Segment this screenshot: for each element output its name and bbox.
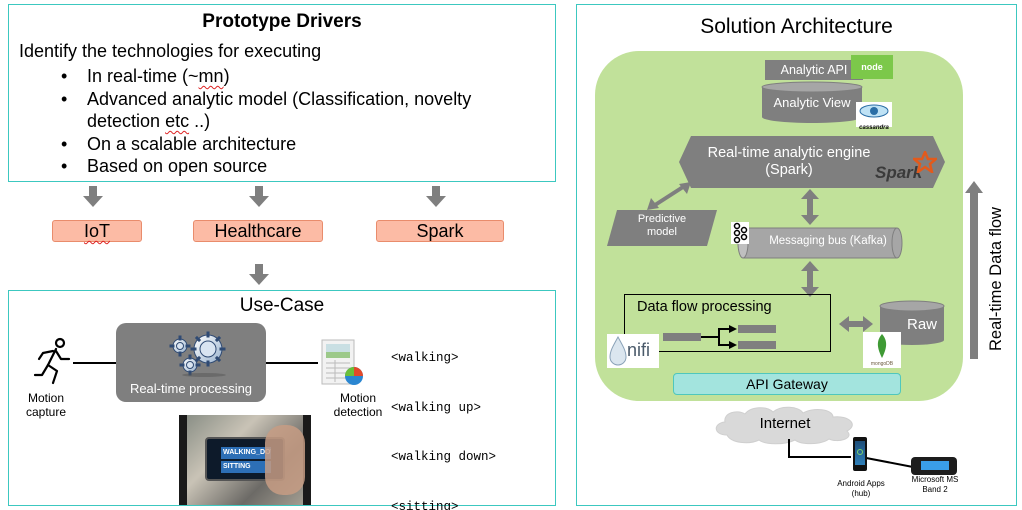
flow-split-icon (663, 325, 776, 349)
android-phone-icon (853, 437, 867, 471)
motion-detection-label: Motion detection (333, 391, 383, 419)
bullet-text: ) (223, 66, 230, 86)
nodejs-logo-icon: node (851, 55, 893, 79)
tag-label: IoT (83, 221, 110, 241)
band-photo: WALKING_DOWN SITTING (179, 415, 311, 505)
analytic-engine-shape (679, 136, 945, 188)
api-gateway-box: API Gateway (673, 373, 901, 395)
bullet-text: On a scalable architecture (87, 133, 297, 154)
mongodb-logo-icon: mongoDB (863, 332, 901, 368)
bidirectional-arrow-icon (839, 316, 873, 332)
spellcheck-word: etc (165, 111, 190, 131)
network-connection-lines (788, 439, 914, 468)
predictive-line: Predictive (637, 213, 687, 225)
kafka-logo-icon (731, 222, 749, 244)
spellcheck-word: mn (198, 66, 224, 86)
report-chart-icon (321, 339, 363, 385)
predictive-model-label: Predictive model (617, 213, 707, 239)
nifi-logo-icon: nifi (607, 334, 659, 368)
real-time-processing-box: Real-time processing (116, 323, 266, 402)
predictive-model-shape (607, 210, 717, 246)
bullet-glyph: • (61, 133, 68, 154)
band-screen-line: SITTING (221, 461, 271, 473)
use-case-panel: Use-Case Motion capture (8, 290, 556, 510)
analytic-view-label: Analytic View (773, 95, 851, 110)
engine-line: Real-time analytic engine (707, 145, 871, 161)
activity-item: <walking up> (391, 400, 482, 415)
tag-spark: Spark (376, 220, 504, 242)
android-apps-label: Android Apps (hub) (837, 479, 885, 498)
activity-item: <sitting> (391, 499, 459, 510)
internet-cloud-icon (715, 406, 853, 445)
gears-icon (169, 331, 226, 377)
tag-healthcare: Healthcare (193, 220, 323, 242)
bullet-text: In real-time (~ (87, 66, 199, 86)
bullet-text: detection (87, 111, 166, 131)
cassandra-logo-label: cassandra (859, 125, 889, 131)
data-flow-processing-box: Data flow processing (624, 294, 831, 352)
thumb (265, 425, 305, 495)
bullet-item: • On a scalable architecture (61, 133, 471, 156)
analytic-view-database-icon (761, 81, 863, 123)
ms-band-label: Microsoft MS Band 2 (911, 475, 959, 494)
up-arrow-icon (965, 181, 983, 359)
drivers-title: Prototype Drivers (202, 11, 362, 32)
data-flow-direction-label: Real-time Data flow (987, 207, 1005, 351)
mongodb-logo-label: mongoDB (870, 361, 894, 367)
drivers-bullet-list: • In real-time (~mn) • Advanced analytic m… (61, 65, 471, 178)
bullet-text: Advanced analytic model (Classification,… (87, 88, 472, 109)
bullet-glyph: • (61, 66, 68, 86)
predictive-line: model (647, 226, 677, 238)
analytic-engine-label: Real-time analytic engine (Spark) (679, 145, 899, 179)
bullet-text: ..) (189, 111, 211, 131)
band-screen-line: WALKING_DOWN (221, 447, 271, 459)
architecture-title: Solution Architecture (700, 15, 893, 38)
solution-architecture-panel: Solution Architecture Analytic API node … (576, 4, 1017, 506)
messaging-bus-shape (737, 227, 903, 259)
bidirectional-arrow-icon (801, 189, 819, 225)
bullet-item-continued: detection etc ..) (61, 110, 471, 133)
spark-logo-icon: Spark (875, 163, 923, 182)
prototype-drivers-panel: Prototype Drivers Identify the technolog… (8, 4, 556, 182)
activity-list: <walking> <walking up> <walking down> <s… (391, 317, 496, 510)
bullet-glyph: • (61, 156, 68, 176)
tag-iot: IoT (52, 220, 142, 242)
tag-label: Healthcare (214, 221, 302, 241)
real-time-processing-label: Real-time processing (129, 381, 253, 396)
raw-store-label: Raw (906, 316, 937, 333)
running-person-icon (33, 337, 71, 385)
connector-line (266, 362, 318, 364)
internet-label: Internet (759, 415, 811, 432)
motion-capture-label: Motion capture (25, 391, 67, 419)
tag-label: Spark (416, 221, 464, 241)
spark-star-icon (913, 151, 937, 173)
nifi-logo-label: nifi (627, 340, 651, 360)
ms-band-icon (911, 457, 957, 475)
analytic-api-box: Analytic API (765, 60, 863, 80)
engine-line: (Spark) (765, 162, 813, 178)
bullet-item: • Advanced analytic model (Classification… (61, 88, 471, 111)
bullet-item: • In real-time (~mn) (61, 65, 471, 88)
connector-line (73, 362, 117, 364)
bidirectional-arrow-icon (801, 261, 819, 297)
bidirectional-arrow-icon (647, 182, 691, 210)
bullet-item: • Based on open source (61, 155, 471, 178)
bullet-text: Based on open source (87, 156, 268, 176)
activity-item: <walking> (391, 351, 459, 365)
messaging-bus-label: Messaging bus (Kafka) (769, 235, 887, 247)
bullet-glyph: • (61, 88, 68, 109)
use-case-title: Use-Case (239, 295, 325, 316)
cassandra-logo-icon: cassandra (856, 102, 892, 131)
drivers-intro: Identify the technologies for executing (19, 41, 322, 61)
data-flow-processing-label: Data flow processing (637, 299, 772, 315)
activity-item: <walking down> (391, 450, 497, 464)
